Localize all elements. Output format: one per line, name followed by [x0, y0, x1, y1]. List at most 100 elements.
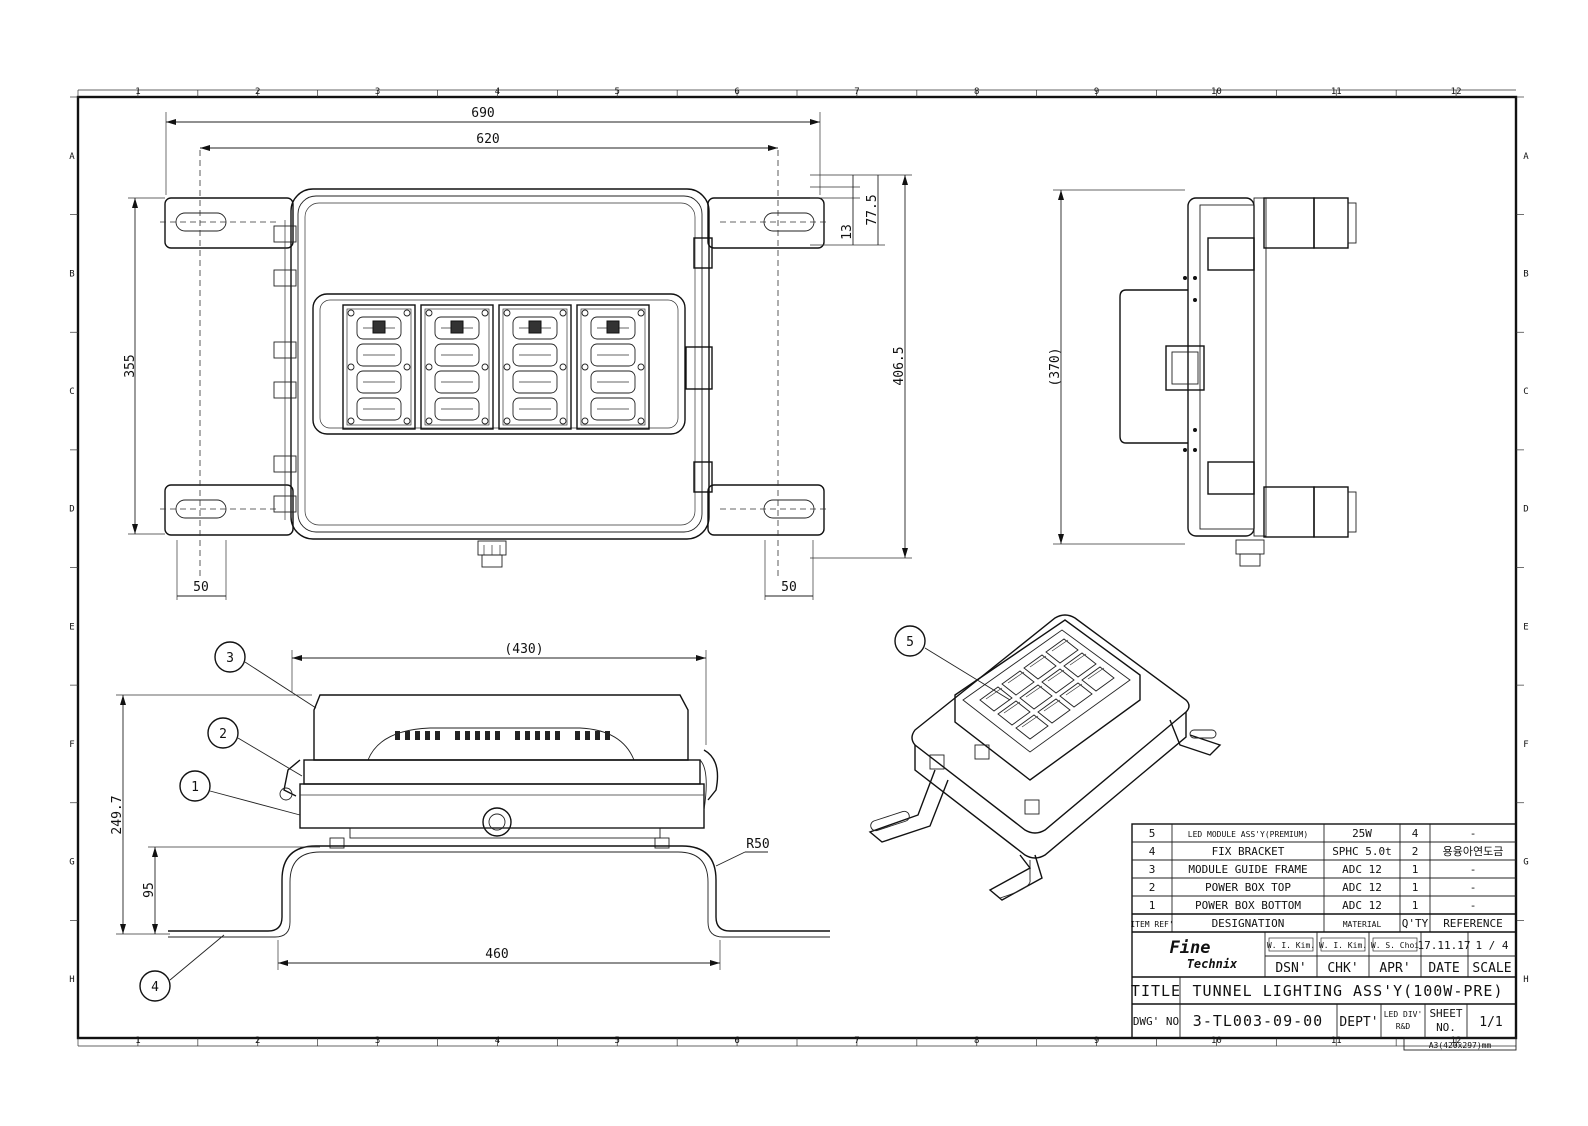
dim-r50: R50 — [746, 837, 769, 852]
zone-col-label: 10 — [1211, 87, 1222, 97]
company-logo: Fine Technix — [1170, 938, 1239, 971]
parts-cell-qty: 4 — [1412, 827, 1419, 840]
parts-header-reference: REFERENCE — [1443, 917, 1503, 930]
dim-690: 690 — [471, 106, 494, 121]
parts-cell-material: ADC 12 — [1342, 881, 1382, 894]
balloon-5 — [894, 625, 926, 657]
svg-text:1: 1 — [191, 780, 199, 795]
zone-row-label: D — [1523, 505, 1528, 515]
drawing-number: 3-TL003-09-00 — [1193, 1012, 1323, 1030]
balloon-1 — [179, 770, 211, 802]
dim-430: (430) — [504, 642, 543, 657]
parts-cell-reference: - — [1470, 881, 1477, 894]
parts-cell-item: 3 — [1149, 863, 1156, 876]
side-view: (370) — [1048, 189, 1357, 567]
svg-text:TITLE: TITLE — [1131, 982, 1181, 1000]
zone-col-label: 4 — [495, 1036, 500, 1046]
parts-header-item: ITEM REF' — [1130, 920, 1173, 929]
dim-95: 95 — [142, 882, 157, 898]
zone-col-label: 9 — [1094, 87, 1099, 97]
zone-col-label: 3 — [375, 1036, 380, 1046]
zone-row-label: B — [1523, 269, 1528, 279]
parts-cell-qty: 1 — [1412, 881, 1419, 894]
parts-header-designation: DESIGNATION — [1212, 917, 1285, 930]
dim-77-5: 77.5 — [865, 194, 880, 225]
parts-cell-qty: 2 — [1412, 845, 1419, 858]
parts-cell-qty: 1 — [1412, 899, 1419, 912]
balloon-2 — [207, 717, 239, 749]
parts-cell-reference: - — [1470, 899, 1477, 912]
svg-text:Technix: Technix — [1187, 957, 1238, 971]
svg-text:3: 3 — [226, 651, 234, 666]
zone-col-label: 2 — [255, 87, 260, 97]
dim-370: (370) — [1048, 347, 1063, 386]
svg-text:1/1: 1/1 — [1479, 1015, 1502, 1030]
parts-cell-item: 2 — [1149, 881, 1156, 894]
svg-text:LED DIV': LED DIV' — [1384, 1010, 1423, 1019]
svg-text:APR': APR' — [1379, 961, 1410, 976]
svg-text:DWG' NO: DWG' NO — [1133, 1015, 1179, 1028]
sig-dsn: W. I. Kim. — [1267, 941, 1315, 950]
balloon-4 — [139, 970, 171, 1002]
dim-620: 620 — [476, 132, 499, 147]
scale-value: 1 / 4 — [1475, 939, 1508, 952]
parts-cell-designation: POWER BOX TOP — [1205, 881, 1291, 894]
parts-cell-designation: MODULE GUIDE FRAME — [1188, 863, 1307, 876]
svg-text:R&D: R&D — [1396, 1022, 1411, 1031]
zone-col-label: 10 — [1211, 1036, 1222, 1046]
zone-col-label: 7 — [854, 87, 859, 97]
zone-row-label: E — [69, 622, 74, 632]
zone-row-label: E — [1523, 622, 1528, 632]
parts-cell-material: 25W — [1352, 827, 1372, 840]
zone-col-label: 3 — [375, 87, 380, 97]
zone-col-label: 1 — [135, 1036, 140, 1046]
svg-text:SCALE: SCALE — [1472, 961, 1511, 976]
svg-text:SHEET: SHEET — [1429, 1007, 1462, 1020]
zone-row-label: C — [1523, 387, 1528, 397]
lower-view: (430) 249.7 95 460 R50 — [110, 642, 830, 970]
dim-50-left: 50 — [193, 580, 209, 595]
dim-406-5: 406.5 — [892, 346, 907, 385]
dim-355: 355 — [123, 354, 138, 377]
zone-row-label: F — [1523, 740, 1528, 750]
parts-cell-item: 5 — [1149, 827, 1156, 840]
parts-cell-designation: FIX BRACKET — [1212, 845, 1285, 858]
zone-col-label: 9 — [1094, 1036, 1099, 1046]
svg-text:CHK': CHK' — [1327, 961, 1358, 976]
svg-text:2: 2 — [219, 727, 227, 742]
sig-chk: W. I. Kim. — [1319, 941, 1367, 950]
balloon-3 — [214, 641, 246, 673]
zone-col-label: 1 — [135, 87, 140, 97]
zone-col-label: 11 — [1331, 1036, 1342, 1046]
parts-cell-qty: 1 — [1412, 863, 1419, 876]
zone-row-label: C — [69, 387, 74, 397]
zone-col-label: 5 — [615, 1036, 620, 1046]
svg-text:DEPT': DEPT' — [1339, 1015, 1378, 1030]
zone-col-label: 4 — [495, 87, 500, 97]
svg-text:NO.: NO. — [1436, 1021, 1456, 1034]
dim-50-right: 50 — [781, 580, 797, 595]
zone-col-label: 6 — [734, 87, 739, 97]
zone-row-label: B — [69, 269, 74, 279]
parts-cell-reference: - — [1470, 827, 1477, 840]
drawing-title: TUNNEL LIGHTING ASS'Y(100W-PRE) — [1193, 982, 1504, 1000]
parts-cell-designation: LED MODULE ASS'Y(PREMIUM) — [1188, 830, 1308, 839]
zone-row-label: H — [1523, 975, 1528, 985]
parts-header-qty: Q'TY — [1402, 917, 1429, 930]
parts-cell-designation: POWER BOX BOTTOM — [1195, 899, 1301, 912]
zone-row-label: D — [69, 505, 74, 515]
zone-col-label: 12 — [1451, 1036, 1462, 1046]
svg-text:5: 5 — [906, 635, 914, 650]
zone-col-label: 7 — [854, 1036, 859, 1046]
zone-row-label: G — [69, 858, 74, 868]
zone-row-label: H — [69, 975, 74, 985]
parts-cell-reference: - — [1470, 863, 1477, 876]
isometric-view — [868, 614, 1222, 901]
parts-cell-item: 4 — [1149, 845, 1156, 858]
dim-249-7: 249.7 — [110, 795, 125, 834]
dim-13: 13 — [840, 224, 855, 240]
zone-col-label: 5 — [615, 87, 620, 97]
